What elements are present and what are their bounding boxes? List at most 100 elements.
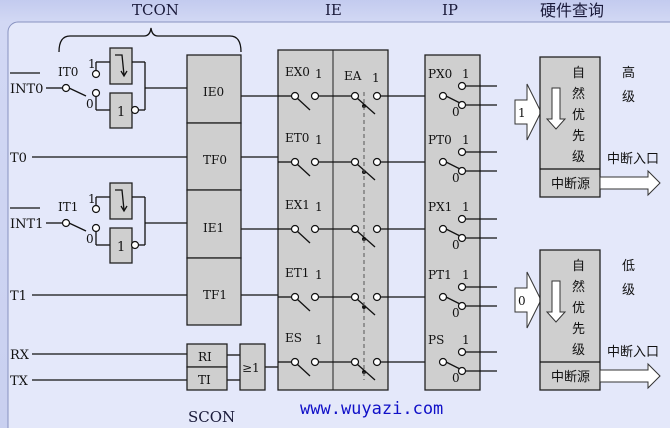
switch-contact (457, 282, 467, 292)
switch-contact (310, 91, 320, 101)
low-priority-char: 自 (572, 259, 585, 274)
ip-switch-blade (445, 161, 461, 170)
switch-contact (310, 357, 320, 367)
tcon-brace (58, 27, 242, 53)
switch-contact (91, 223, 101, 233)
flag-tf1: TF1 (203, 288, 227, 302)
svg-text:1: 1 (462, 268, 470, 282)
low-level-char: 级 (622, 283, 635, 298)
ip-register (424, 54, 481, 391)
flag-ti-box (186, 366, 228, 391)
svg-text:1: 1 (462, 200, 470, 214)
flag-tf0-box (186, 122, 242, 191)
switch-contact (457, 233, 467, 243)
ie-switch-blade (296, 363, 311, 377)
header-hardware-query: 硬件查询 (540, 1, 604, 20)
down-arrow-icon (545, 280, 567, 323)
switch-contact (91, 69, 101, 79)
switch-contact (438, 91, 448, 101)
switch-contact (290, 357, 300, 367)
switch-contact (290, 292, 300, 302)
svg-text:1: 1 (462, 333, 470, 347)
low-interrupt-entry: 中断入口 (607, 345, 659, 360)
ip-switch-blade (445, 228, 461, 237)
header-scon: SCON (188, 408, 235, 426)
ip-bit-px0: PX0 (428, 67, 452, 81)
low-priority-box (539, 249, 601, 391)
input-rx: RX (10, 348, 30, 363)
low-priority-char: 优 (572, 301, 585, 316)
switch-contact (372, 91, 382, 101)
ie-bit-es: ES (285, 331, 302, 345)
ie-bit-et0: ET0 (285, 131, 309, 145)
trigger-switch-blade (68, 87, 87, 97)
svg-text:1: 1 (462, 67, 470, 81)
ea-linkage (362, 305, 366, 309)
input-int0: INT0 (10, 82, 43, 97)
ie-bit-ex1: EX1 (285, 198, 310, 212)
svg-text:0: 0 (86, 232, 94, 246)
high-priority-char: 级 (572, 150, 585, 165)
trigger-label-it0: IT0 (58, 65, 78, 79)
switch-contact (457, 366, 467, 376)
header-ie: IE (325, 1, 342, 19)
svg-text:1: 1 (88, 192, 96, 206)
switch-contact (130, 105, 140, 115)
switch-contact (310, 292, 320, 302)
switch-contact (350, 357, 360, 367)
header-tcon: TCON (132, 1, 179, 19)
switch-contact (457, 147, 467, 157)
svg-text:0: 0 (86, 97, 94, 111)
svg-text:0: 0 (452, 105, 460, 119)
flag-ie1: IE1 (203, 221, 224, 235)
high-priority-char: 先 (572, 129, 585, 144)
ie-switch-blade (296, 97, 311, 111)
switch-contact (457, 347, 467, 357)
trigger-switch-blade (68, 222, 87, 232)
ip-bit-pt0: PT0 (428, 133, 452, 147)
edge-detector (109, 47, 133, 85)
svg-text:1: 1 (462, 133, 470, 147)
ea-label: EA (344, 69, 362, 83)
svg-text:1: 1 (315, 268, 323, 282)
switch-contact (91, 204, 101, 214)
switch-contact (457, 166, 467, 176)
ip-switch-blade (445, 95, 461, 104)
switch-contact (350, 157, 360, 167)
svg-text:1: 1 (88, 57, 96, 71)
svg-text:0: 0 (452, 371, 460, 385)
ie-bit-et1: ET1 (285, 266, 309, 280)
ie-switch-blade (296, 230, 311, 244)
high-priority-input-arrow (514, 83, 542, 141)
svg-text:0: 0 (452, 171, 460, 185)
switch-contact (457, 214, 467, 224)
switch-contact (372, 292, 382, 302)
flag-tf1-box (186, 257, 242, 326)
ip-switch-blade (445, 296, 461, 305)
ip-bit-pt1: PT1 (428, 268, 452, 282)
svg-text:0: 0 (452, 238, 460, 252)
flag-ti: TI (198, 373, 211, 387)
switch-contact (61, 218, 71, 228)
switch-contact (457, 81, 467, 91)
switch-contact (438, 224, 448, 234)
flag-ie0-box (186, 54, 242, 124)
low-priority-char: 先 (572, 322, 585, 337)
ie-bit-ex0: EX0 (285, 65, 310, 79)
watermark: www.wuyazi.com (300, 399, 443, 419)
switch-contact (372, 224, 382, 234)
high-priority-char: 优 (572, 108, 585, 123)
svg-text:1: 1 (315, 200, 323, 214)
ie-switch-blade (296, 298, 311, 312)
switch-contact (457, 301, 467, 311)
trigger-label-it1: IT1 (58, 200, 78, 214)
svg-text:0: 0 (452, 306, 460, 320)
flag-tf0: TF0 (203, 153, 227, 167)
high-entry-arrow (599, 169, 661, 197)
svg-text:1: 1 (315, 133, 323, 147)
switch-contact (61, 83, 71, 93)
svg-text:1: 1 (315, 333, 323, 347)
